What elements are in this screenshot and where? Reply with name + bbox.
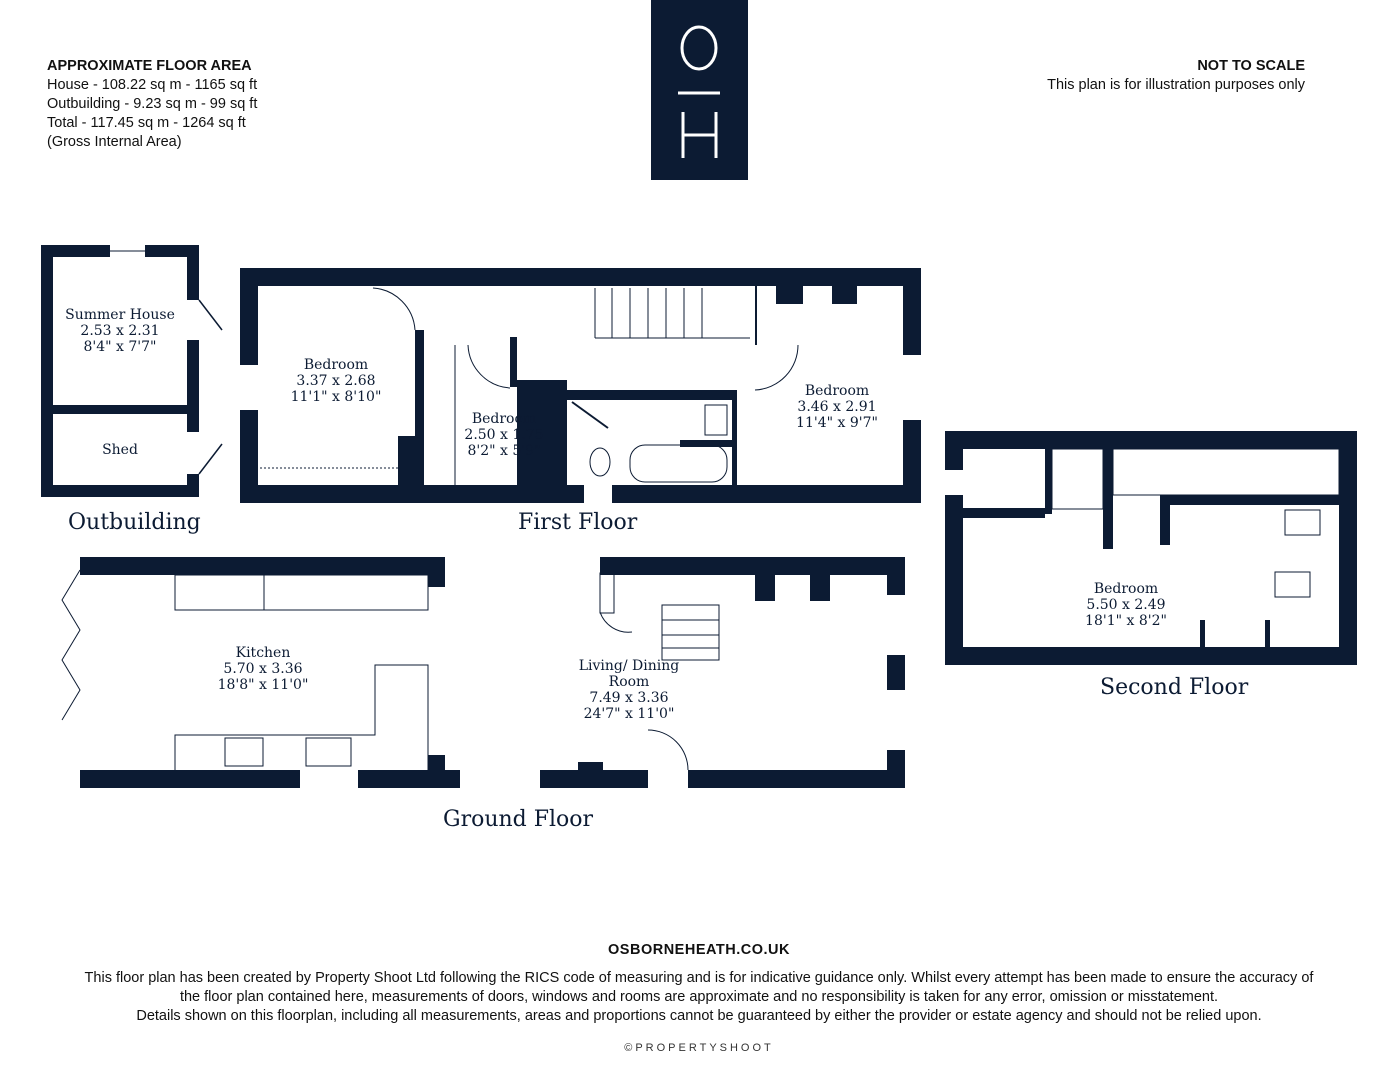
room-name: Bedroom (1093, 581, 1159, 597)
room-kitchen: Kitchen 5.70 x 3.36 18'8" x 11'0" (203, 645, 323, 693)
room-bedroom-1: Bedroom 3.37 x 2.68 11'1" x 8'10" (276, 357, 396, 405)
room-name: Bedroom (471, 411, 537, 427)
room-name: Summer House (65, 307, 175, 323)
room-imperial: 11'1" x 8'10" (290, 389, 382, 405)
copyright: ©PROPERTYSHOOT (624, 1042, 774, 1054)
room-name: Living/ Dining Room (578, 658, 680, 690)
room-bedroom-2: Bedroom 2.50 x 1.75 8'2" x 5'9" (444, 411, 564, 459)
disclaimer-line: the floor plan contained here, measureme… (179, 989, 1219, 1005)
ground-floor-plan (61, 557, 905, 788)
room-metric: 3.37 x 2.68 (296, 373, 376, 389)
room-metric: 2.53 x 2.31 (80, 323, 160, 339)
room-imperial: 18'8" x 11'0" (217, 677, 309, 693)
gross-internal-note: (Gross Internal Area) (47, 134, 182, 150)
floor-area-summary: APPROXIMATE FLOOR AREA House - 108.22 sq… (47, 57, 257, 152)
room-imperial: 18'1" x 8'2" (1085, 613, 1167, 629)
house-area: House - 108.22 sq m - 1165 sq ft (47, 77, 258, 93)
room-metric: 5.50 x 2.49 (1086, 597, 1166, 613)
room-bedroom-3: Bedroom 3.46 x 2.91 11'4" x 9'7" (777, 383, 897, 431)
room-metric: 3.46 x 2.91 (797, 399, 877, 415)
disclaimer-line: This floor plan has been created by Prop… (84, 970, 1314, 986)
disclaimer-line: Details shown on this floorplan, includi… (136, 1008, 1262, 1024)
total-area: Total - 117.45 sq m - 1264 sq ft (47, 115, 246, 131)
room-name: Bedroom (303, 357, 369, 373)
room-metric: 5.70 x 3.36 (223, 661, 303, 677)
outbuilding-plan (41, 245, 223, 497)
floor-area-title: APPROXIMATE FLOOR AREA (47, 58, 252, 74)
website-link[interactable]: OSBORNEHEATH.CO.UK (608, 942, 790, 958)
room-metric: 2.50 x 1.75 (464, 427, 544, 443)
floor-label-second: Second Floor (1100, 675, 1249, 700)
room-imperial: 11'4" x 9'7" (796, 415, 878, 431)
room-shed: Shed (60, 442, 180, 458)
room-bedroom-second-floor: Bedroom 5.50 x 2.49 18'1" x 8'2" (1066, 581, 1186, 629)
floor-label-ground: Ground Floor (443, 807, 594, 832)
room-summer-house: Summer House 2.53 x 2.31 8'4" x 7'7" (60, 307, 180, 355)
room-imperial: 24'7" x 11'0" (583, 706, 675, 722)
room-metric: 7.49 x 3.36 (589, 690, 669, 706)
room-name: Bedroom (804, 383, 870, 399)
second-floor-plan (945, 431, 1357, 665)
outbuilding-area: Outbuilding - 9.23 sq m - 99 sq ft (47, 96, 258, 112)
room-imperial: 8'4" x 7'7" (83, 339, 157, 355)
disclaimer: This floor plan has been created by Prop… (0, 969, 1398, 1026)
osborne-heath-logo (651, 0, 748, 180)
floor-label-first: First Floor (518, 510, 638, 535)
room-living-dining: Living/ Dining Room 7.49 x 3.36 24'7" x … (574, 658, 684, 722)
scale-description: This plan is for illustration purposes o… (1047, 77, 1305, 93)
scale-title: NOT TO SCALE (1197, 58, 1305, 74)
first-floor-plan (240, 268, 921, 503)
floor-label-outbuilding: Outbuilding (68, 510, 201, 535)
room-name: Shed (102, 442, 138, 458)
room-name: Kitchen (235, 645, 291, 661)
scale-note: NOT TO SCALE This plan is for illustrati… (1047, 57, 1305, 95)
room-imperial: 8'2" x 5'9" (467, 443, 541, 459)
